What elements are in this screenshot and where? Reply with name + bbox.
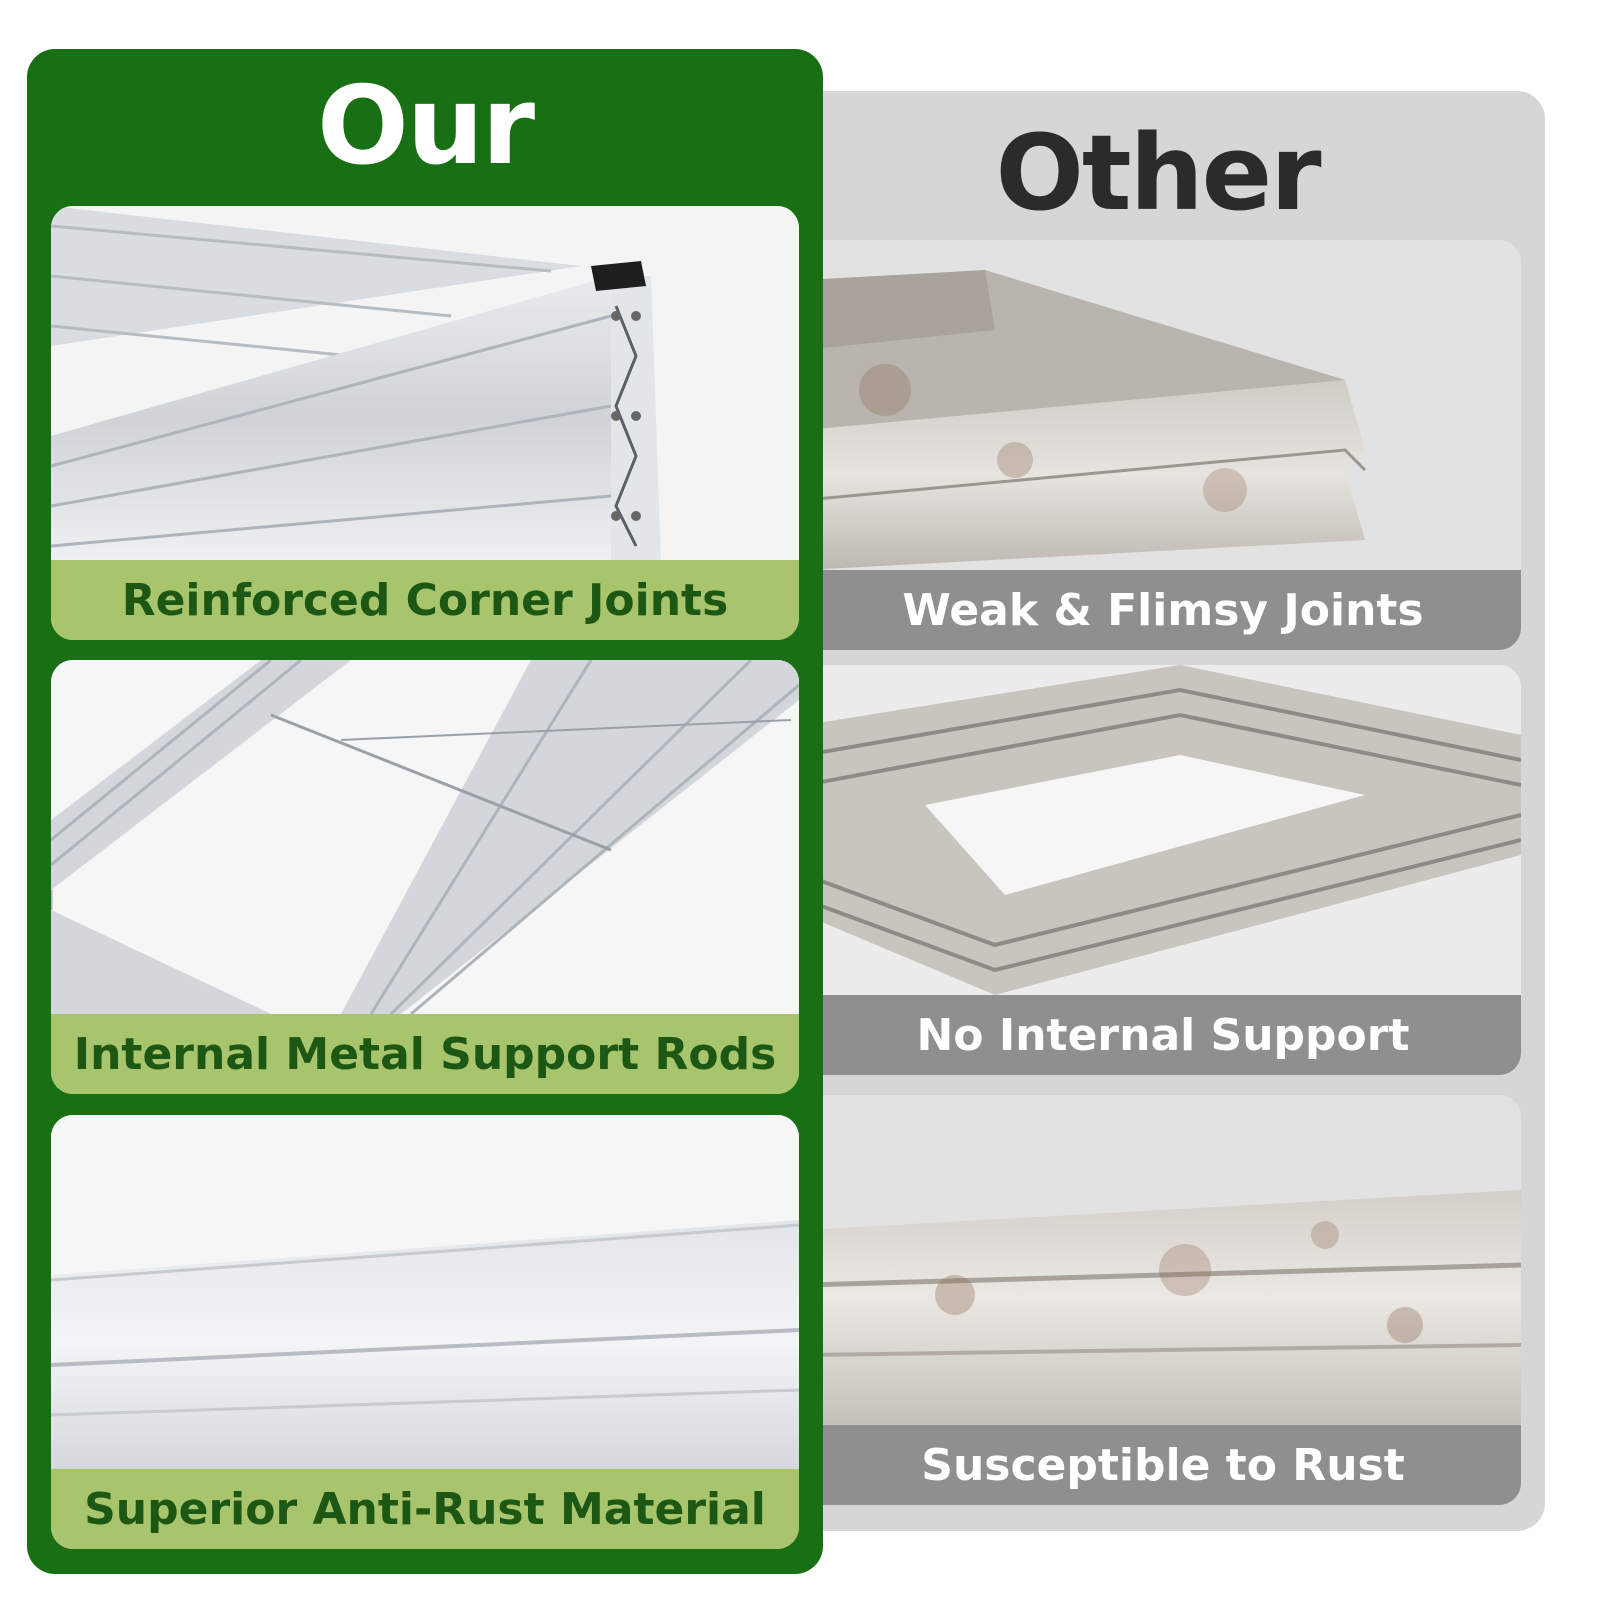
our-card-rust: Superior Anti-Rust Material: [51, 1115, 799, 1549]
no-support-frame-photo: [805, 665, 1521, 995]
our-feature-label: Internal Metal Support Rods: [51, 1014, 799, 1094]
our-card-support: Internal Metal Support Rods: [51, 660, 799, 1094]
other-card-support: No Internal Support: [805, 665, 1521, 1075]
other-feature-label: No Internal Support: [805, 995, 1521, 1075]
our-feature-label: Reinforced Corner Joints: [51, 560, 799, 640]
corner-joint-photo: [51, 206, 799, 560]
our-feature-label: Superior Anti-Rust Material: [51, 1469, 799, 1549]
our-title: Our: [317, 64, 535, 189]
flimsy-joint-photo: [805, 240, 1521, 570]
our-card-joints: Reinforced Corner Joints: [51, 206, 799, 640]
other-card-joints: Weak & Flimsy Joints: [805, 240, 1521, 650]
other-feature-label: Weak & Flimsy Joints: [805, 570, 1521, 650]
other-feature-label: Susceptible to Rust: [805, 1425, 1521, 1505]
anti-rust-panel-photo: [51, 1115, 799, 1469]
other-title: Other: [995, 112, 1322, 234]
support-rods-photo: [51, 660, 799, 1014]
other-card-rust: Susceptible to Rust: [805, 1095, 1521, 1505]
rusty-panel-photo: [805, 1095, 1521, 1425]
